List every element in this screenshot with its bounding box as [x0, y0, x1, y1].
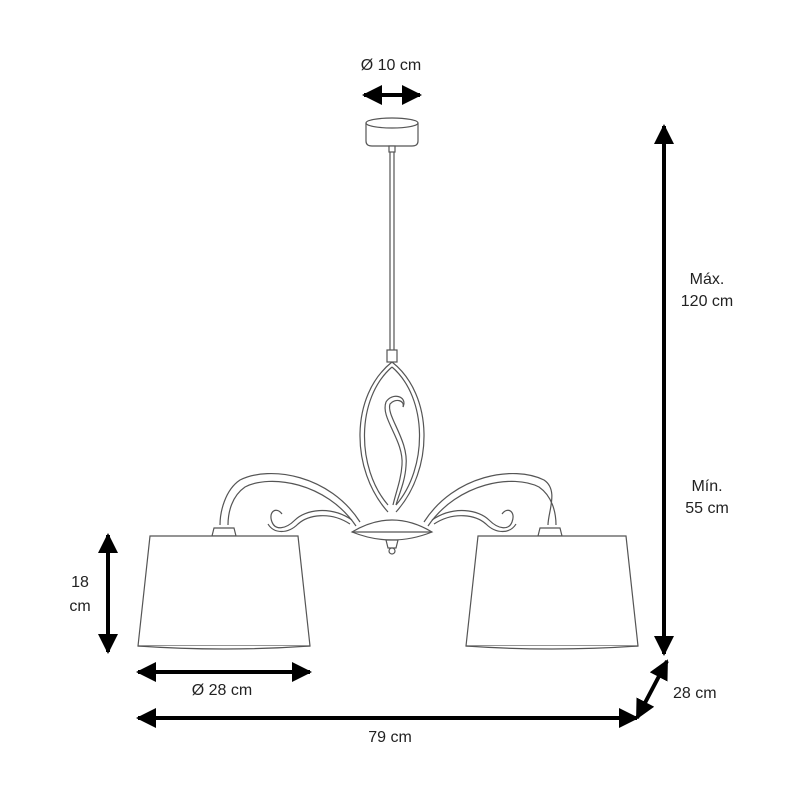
shade-height-unit: cm	[69, 598, 91, 615]
shade-diameter-label: Ø 28 cm	[191, 682, 253, 699]
total-width-label: 79 cm	[368, 729, 412, 746]
left-lampshade	[137, 535, 311, 650]
depth-label: 28 cm	[673, 685, 717, 702]
dimension-arrows	[98, 85, 674, 728]
height-min-label: Mín.	[691, 478, 723, 495]
depth-arrow	[635, 659, 669, 720]
height-min-value: 55 cm	[685, 500, 729, 517]
left-arm	[211, 473, 361, 537]
canopy-diameter-label: Ø 10 cm	[360, 57, 422, 74]
central-hub	[350, 519, 434, 555]
height-max-value: 120 cm	[680, 293, 734, 310]
ceiling-canopy	[365, 117, 419, 153]
suspension-rod	[386, 152, 398, 363]
height-max-label: Máx.	[689, 271, 725, 288]
right-lampshade	[465, 535, 639, 650]
central-frame	[359, 361, 425, 513]
shade-height-value: 18	[71, 574, 89, 591]
right-arm	[423, 473, 563, 537]
